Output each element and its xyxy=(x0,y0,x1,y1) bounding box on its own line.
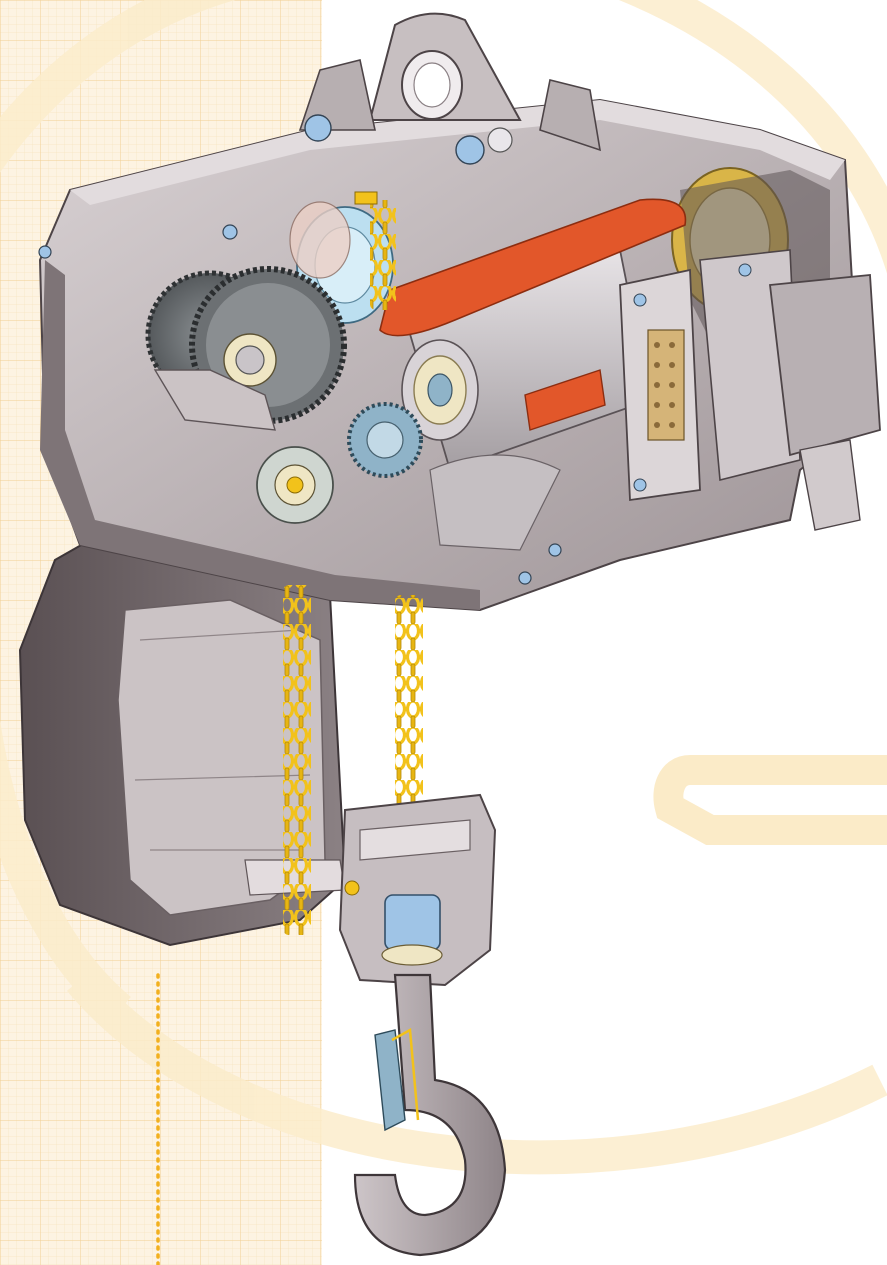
electrical-connector xyxy=(619,249,881,531)
watermark-g-letter xyxy=(653,755,887,845)
gear-train xyxy=(145,266,423,524)
lifting-eye xyxy=(298,12,602,165)
motor xyxy=(379,198,687,551)
hook-block xyxy=(338,793,497,987)
housing-screws xyxy=(38,224,562,585)
load-hook xyxy=(353,973,507,1257)
